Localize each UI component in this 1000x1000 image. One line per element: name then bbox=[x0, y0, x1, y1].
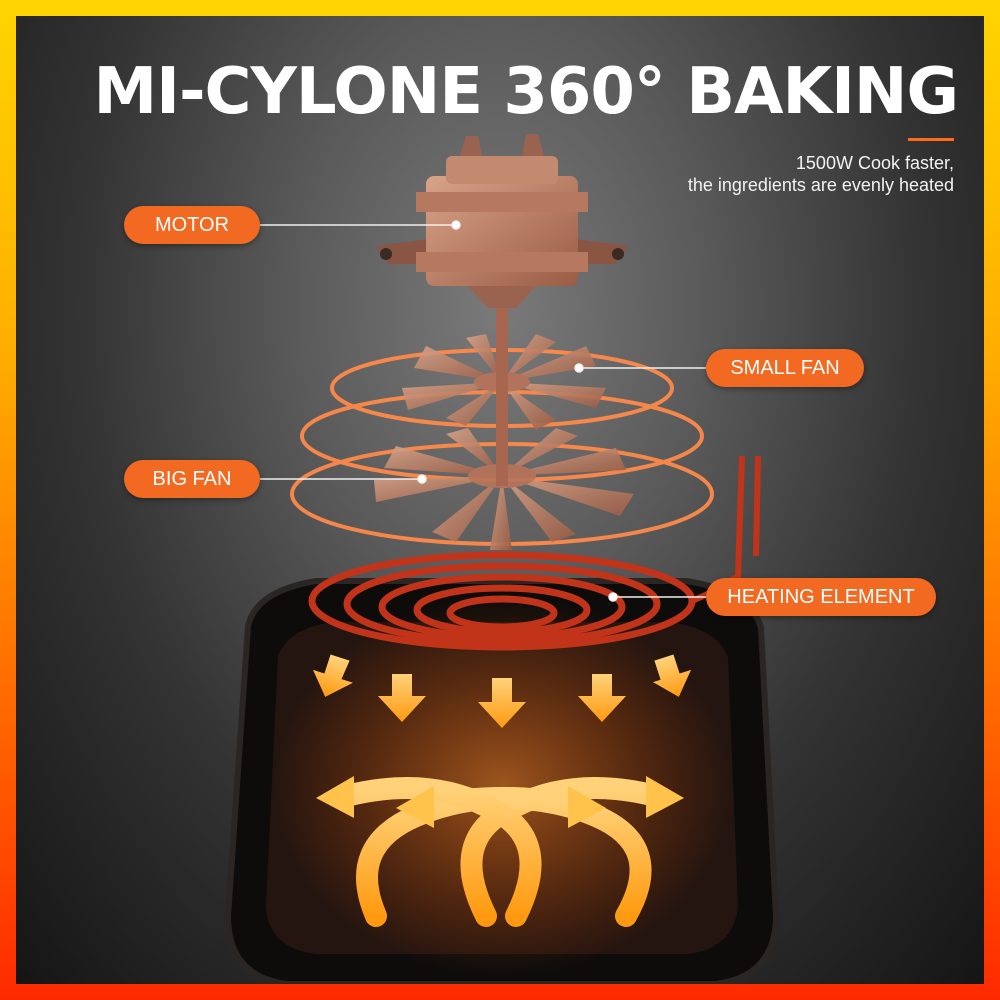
product-illustration-panel: MI-CYLONE 360° BAKING 1500W Cook faster,… bbox=[16, 16, 984, 984]
headline: MI-CYLONE 360° BAKING bbox=[93, 55, 959, 129]
label-heating-element: HEATING ELEMENT bbox=[706, 578, 936, 616]
label-motor: MOTOR bbox=[124, 206, 260, 244]
downward-airflow-arrows bbox=[312, 654, 692, 728]
fan-shaft bbox=[496, 296, 508, 486]
heating-coil bbox=[308, 455, 761, 651]
subtitle: 1500W Cook faster, the ingredients are e… bbox=[688, 152, 954, 196]
motor-graphic bbox=[376, 134, 628, 308]
label-big-fan: BIG FAN bbox=[124, 460, 260, 498]
big-fan-graphic bbox=[374, 428, 634, 550]
subtitle-line-1: 1500W Cook faster, bbox=[795, 153, 954, 173]
accent-rule bbox=[908, 138, 954, 141]
air-fryer-cutaway-graphic bbox=[224, 134, 780, 984]
subtitle-line-2: the ingredients are evenly heated bbox=[687, 175, 954, 195]
airflow-arrowheads bbox=[316, 776, 684, 828]
label-small-fan: SMALL FAN bbox=[706, 349, 864, 387]
callout-leader-lines bbox=[260, 220, 706, 602]
